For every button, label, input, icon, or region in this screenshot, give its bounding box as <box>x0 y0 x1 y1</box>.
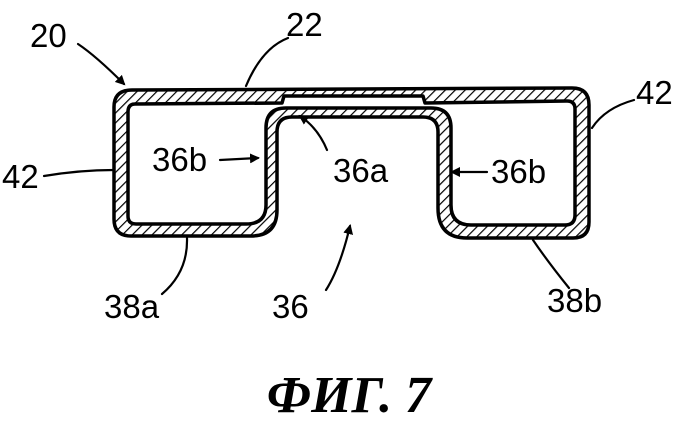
leader-38b <box>533 240 569 288</box>
label-38a: 38a <box>104 288 160 325</box>
label-38b: 38b <box>547 282 602 319</box>
leader-42-right <box>592 100 634 128</box>
leader-36a <box>300 116 327 150</box>
label-22: 22 <box>286 6 323 43</box>
label-42-left: 42 <box>2 158 39 195</box>
leader-36b-left <box>220 158 258 160</box>
label-36: 36 <box>272 288 309 325</box>
leader-22 <box>246 38 288 86</box>
leader-42-left <box>44 170 114 176</box>
label-20: 20 <box>30 17 67 54</box>
leader-38a <box>162 238 187 294</box>
figure-caption: ФИГ. 7 <box>267 367 433 424</box>
leader-20 <box>78 44 124 84</box>
label-36a: 36a <box>333 152 389 189</box>
leader-36 <box>326 226 350 290</box>
label-36b-left: 36b <box>152 141 207 178</box>
label-36b-right: 36b <box>491 153 546 190</box>
label-42-right: 42 <box>636 74 673 111</box>
